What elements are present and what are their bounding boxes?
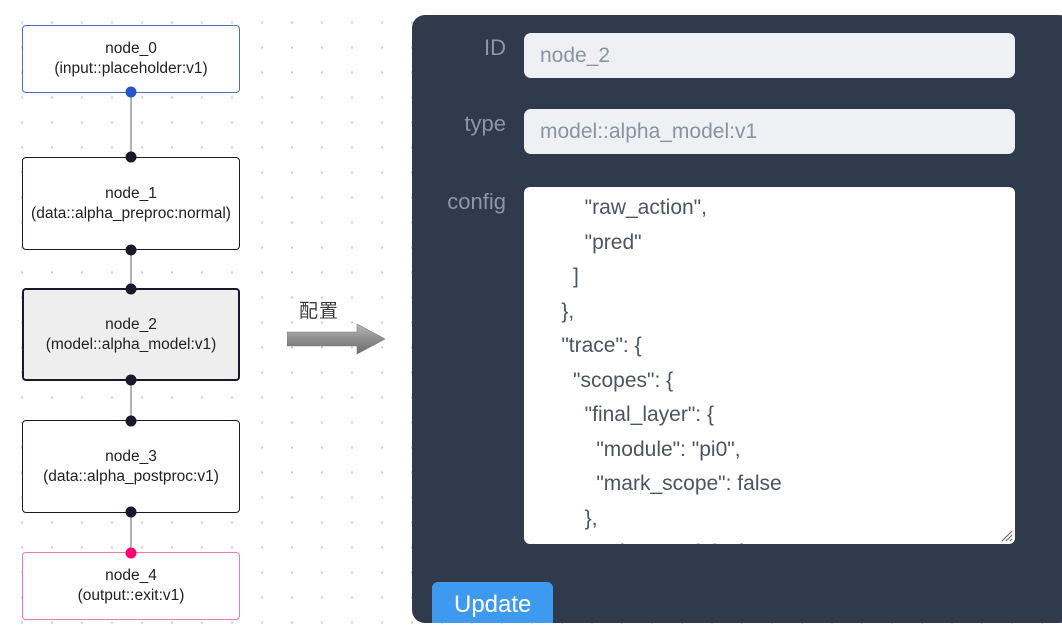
handle-node_3-source[interactable] xyxy=(125,506,137,518)
node-label: node_0 (input::placeholder:v1) xyxy=(54,40,208,77)
edge-node0-node1 xyxy=(130,92,132,158)
type-field-row: type xyxy=(412,109,1052,154)
edge-node1-node2 xyxy=(130,249,132,289)
id-input[interactable] xyxy=(524,33,1015,78)
handle-node_2-target[interactable] xyxy=(125,283,137,295)
handle-node_2-source[interactable] xyxy=(125,374,137,386)
config-field-row: config xyxy=(412,187,1052,544)
type-field-label: type xyxy=(464,111,506,136)
graph-node-node_2[interactable]: node_2 (model::alpha_model:v1) xyxy=(22,288,240,381)
configure-annotation: 配置 xyxy=(287,296,397,358)
graph-node-node_4[interactable]: node_4 (output::exit:v1) xyxy=(22,552,240,620)
graph-node-node_3[interactable]: node_3 (data::alpha_postproc:v1) xyxy=(22,420,240,513)
handle-node_1-target[interactable] xyxy=(125,151,137,163)
id-field-row: ID xyxy=(412,33,1052,78)
handle-node_1-source[interactable] xyxy=(125,244,137,256)
edge-node2-node3 xyxy=(130,380,132,421)
handle-node_3-target[interactable] xyxy=(125,415,137,427)
type-input[interactable] xyxy=(524,109,1015,154)
node-label: node_1 (data::alpha_preproc:normal) xyxy=(31,184,231,222)
graph-node-node_0[interactable]: node_0 (input::placeholder:v1) xyxy=(22,25,240,93)
graph-node-node_1[interactable]: node_1 (data::alpha_preproc:normal) xyxy=(22,157,240,250)
config-textarea[interactable] xyxy=(524,187,1015,544)
update-button[interactable]: Update xyxy=(432,582,554,623)
right-arrow-icon xyxy=(287,324,386,355)
handle-node_4-target[interactable] xyxy=(125,547,137,559)
node-config-panel: ID type config Update xyxy=(412,15,1062,623)
config-textarea-wrapper xyxy=(524,187,1015,544)
handle-node_0-source[interactable] xyxy=(125,86,137,98)
arrow-label: 配置 xyxy=(299,300,340,322)
edge-node3-node4 xyxy=(130,512,132,553)
node-label: node_3 (data::alpha_postproc:v1) xyxy=(43,447,219,485)
config-field-label: config xyxy=(447,189,506,214)
id-field-label: ID xyxy=(484,35,506,60)
node-label: node_2 (model::alpha_model:v1) xyxy=(45,315,217,353)
node-label: node_4 (output::exit:v1) xyxy=(77,567,185,604)
